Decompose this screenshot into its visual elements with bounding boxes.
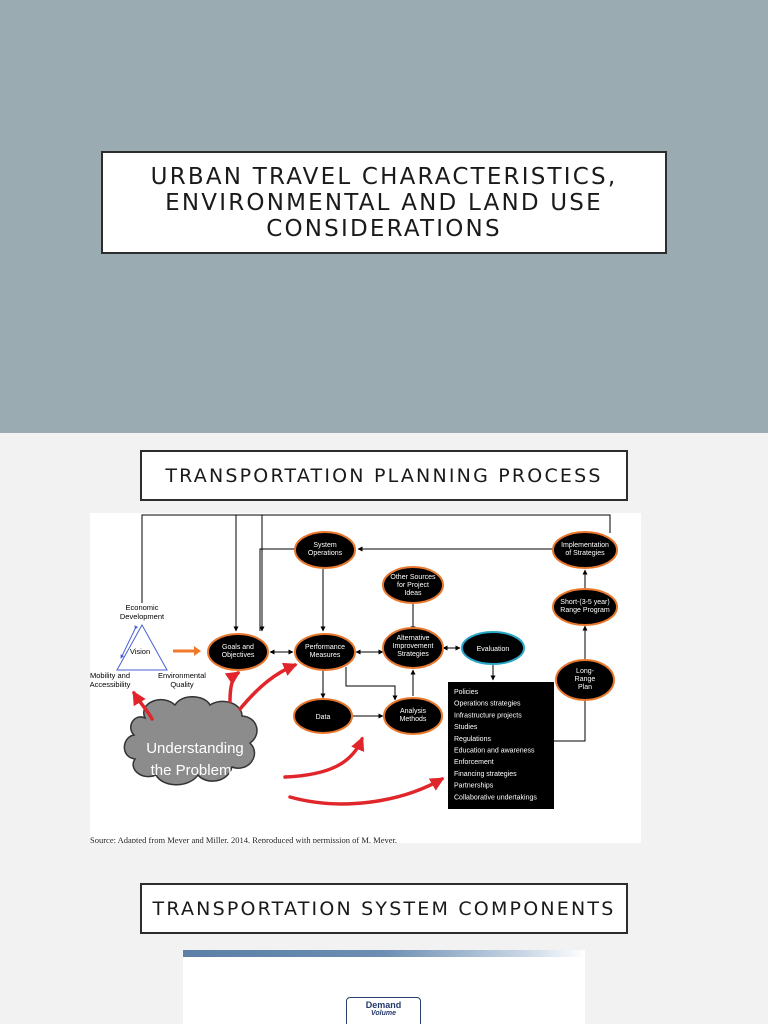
node-short-range: Short-(3-5 year)Range Program <box>552 588 618 626</box>
vision-label: Vision <box>130 647 150 656</box>
source-caption: Source: Adapted from Meyer and Miller, 2… <box>90 835 397 843</box>
strategy-item: Education and awareness <box>454 748 535 755</box>
svg-text:Short-(3-5 year)Range Program: Short-(3-5 year)Range Program <box>560 599 610 614</box>
demand-box: Demand Volume <box>346 997 421 1024</box>
strategy-item: Studies <box>454 724 478 731</box>
header-gradient-bar <box>183 950 585 957</box>
demand-label: Demand <box>365 1000 402 1010</box>
strategy-item: Infrastructure projects <box>454 712 522 719</box>
node-evaluation: Evaluation <box>461 631 525 665</box>
svg-text:Evaluation: Evaluation <box>477 646 510 653</box>
slide-2-title-text: Transportation Planning Process <box>165 464 603 487</box>
strategy-item: Operations strategies <box>454 701 521 708</box>
strategy-item: Partnerships <box>454 783 494 790</box>
slide-2-title: Transportation Planning Process <box>140 450 628 501</box>
system-components-image: Demand Volume <box>183 950 585 1024</box>
strategy-item: Regulations <box>454 736 491 743</box>
strategy-item: Collaborative undertakings <box>454 794 537 801</box>
node-data: Data <box>293 698 353 734</box>
volume-label: Volume <box>370 1010 397 1017</box>
slide-3-title: Transportation System Components <box>140 883 628 934</box>
strategy-item: Enforcement <box>454 759 494 766</box>
slide-1-title-text: Urban Travel Characteristics, Environmen… <box>150 163 618 242</box>
slide-3-title-text: Transportation System Components <box>152 897 616 920</box>
strategy-item: Policies <box>454 689 479 696</box>
strategy-item: Financing strategies <box>454 771 517 778</box>
slide-1-title: Urban Travel Characteristics, Environmen… <box>101 151 667 254</box>
svg-text:Data: Data <box>316 714 331 721</box>
